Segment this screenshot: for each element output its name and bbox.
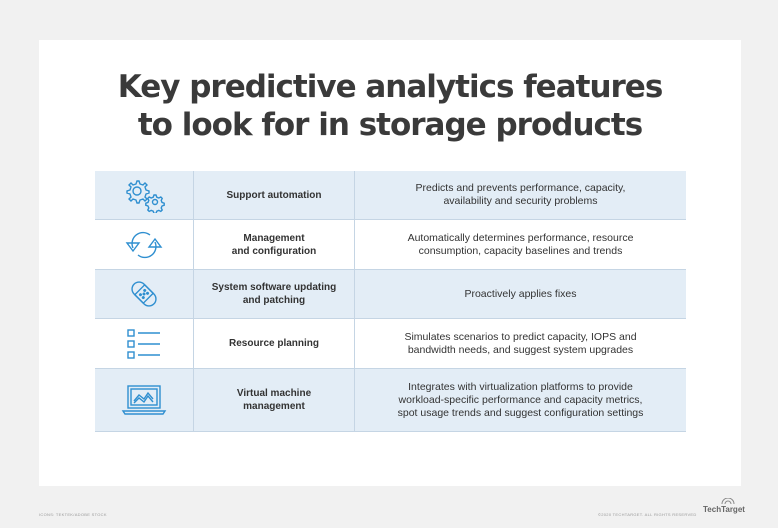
copyright-notice: ©2020 TECHTARGET. ALL RIGHTS RESERVED <box>598 512 697 517</box>
features-table: Support automation Predicts and prevents… <box>95 171 686 432</box>
gears-icon <box>95 171 194 219</box>
feature-label: Support automation <box>194 171 355 219</box>
feature-row-software-updating: System software updating and patching Pr… <box>95 270 686 319</box>
feature-description: Predicts and prevents performance, capac… <box>415 182 626 207</box>
title-line-1: Key predictive analytics features <box>117 69 664 105</box>
feature-description: Integrates with virtualization platforms… <box>397 380 644 419</box>
feature-row-resource-planning: Resource planning Simulates scenarios to… <box>95 319 686 369</box>
feature-description: Simulates scenarios to predict capacity,… <box>404 330 637 356</box>
infographic-card: Key predictive analytics features to loo… <box>39 40 741 486</box>
feature-label: Virtual machine management <box>194 369 355 431</box>
feature-label: Resource planning <box>194 319 355 368</box>
feature-label: System software updating and patching <box>194 270 355 318</box>
title-line-2: to look for in storage products <box>137 107 643 143</box>
infographic-title: Key predictive analytics features to loo… <box>39 68 741 144</box>
feature-row-management-configuration: Management and configuration Automatical… <box>95 220 686 270</box>
feature-row-support-automation: Support automation Predicts and prevents… <box>95 171 686 220</box>
techtarget-logo: TechTarget <box>703 505 745 514</box>
bandage-icon <box>95 270 194 318</box>
refresh-cycle-icon <box>95 220 194 269</box>
feature-description: Automatically determines performance, re… <box>407 231 634 257</box>
icon-credit: ICONS: TEKTEK/ADOBE STOCK <box>39 512 107 517</box>
feature-row-vm-management: Virtual machine management Integrates wi… <box>95 369 686 432</box>
checklist-icon <box>95 319 194 368</box>
techtarget-logo-mark-icon <box>721 498 735 505</box>
laptop-chart-icon <box>95 369 194 431</box>
feature-description: Proactively applies fixes <box>464 287 577 300</box>
feature-label: Management and configuration <box>194 220 355 269</box>
